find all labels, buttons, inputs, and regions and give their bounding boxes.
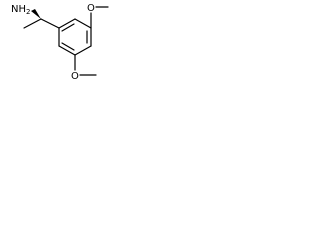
ring-inner-bond	[61, 23, 75, 32]
methoxy-top-label: O	[87, 3, 95, 14]
ring-to-side-chain-bond	[40, 18, 60, 29]
molecule-canvas: NH2 O O	[0, 0, 112, 83]
amine-label: NH2	[11, 4, 30, 16]
ring-bond	[74, 45, 92, 56]
ring-bond	[58, 18, 76, 29]
molecule-structure: NH2 O O	[11, 3, 109, 82]
chiral-methyl-bond	[23, 18, 42, 29]
ring-bond	[58, 45, 76, 56]
ring-inner-bond	[61, 42, 75, 51]
amine-wedge-bond	[31, 9, 41, 19]
ring-bond	[74, 18, 92, 29]
methoxy-bottom-label: O	[71, 71, 79, 82]
